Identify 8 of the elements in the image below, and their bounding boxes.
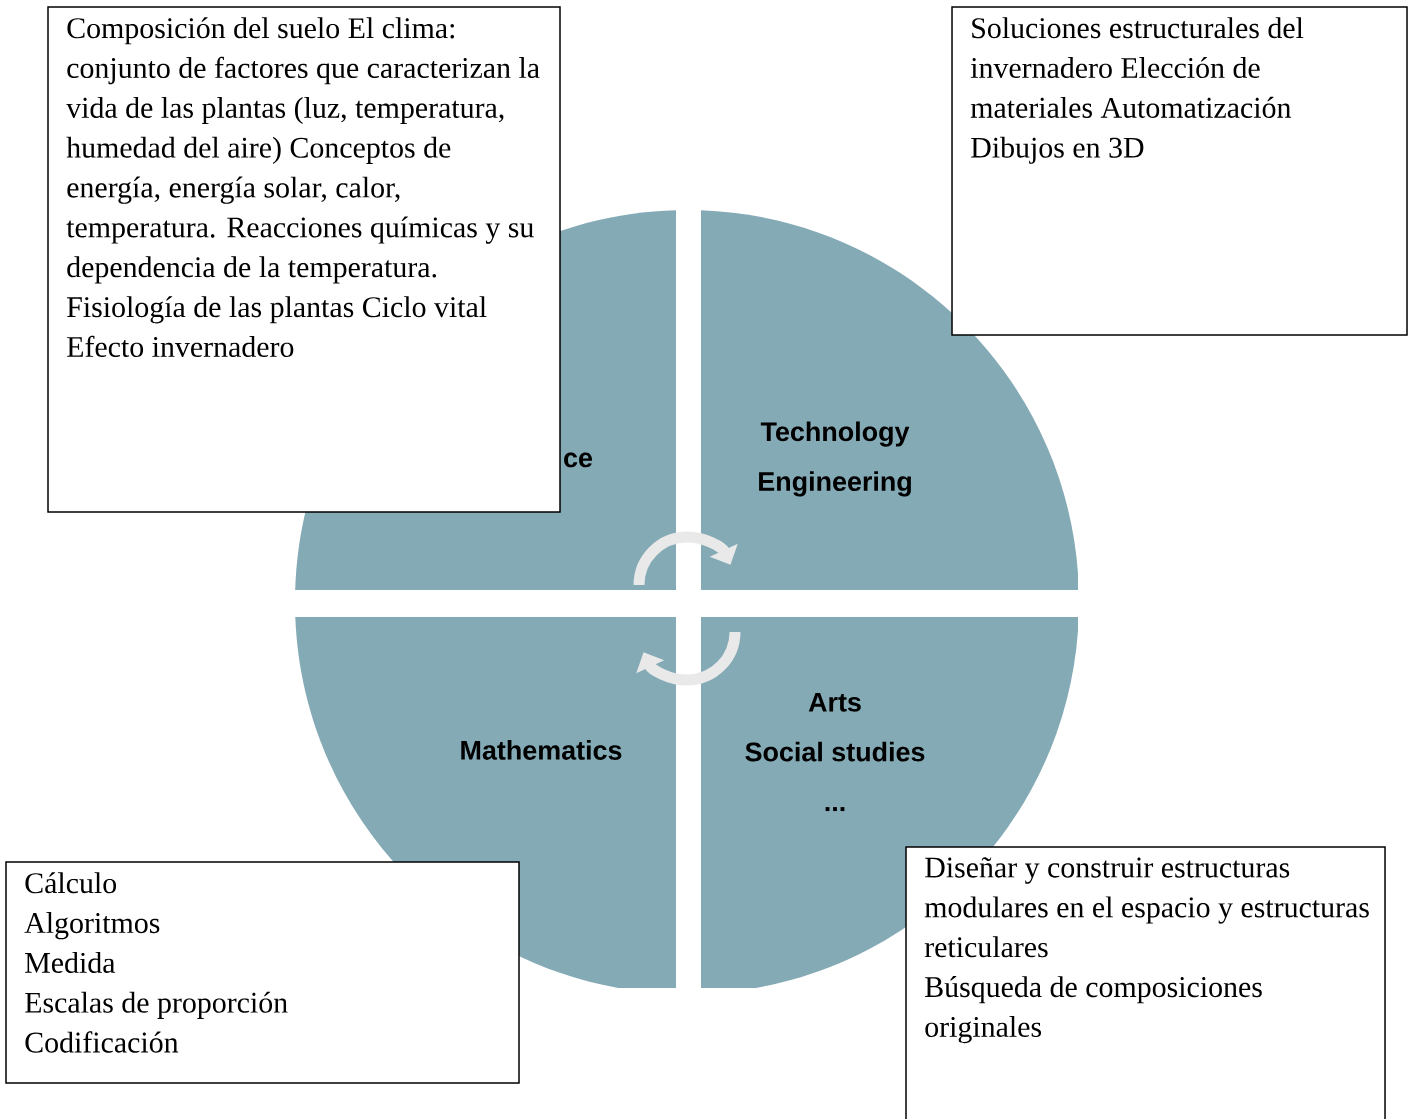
text-box: Composición del suelo El clima: conjunto de factores que caracterizan la vida de las plantas (luz, temperatura, humedad del aire) Conceptos de energía, energía solar, calor, temperatura. Reacciones químicas y su dependencia de la temperatura. Fisiología de las plantas Ciclo vital Efecto invernadero bbox=[47, 6, 561, 513]
quadrant-label: Mathematics bbox=[461, 740, 622, 760]
quadrant-label: Arts Social studies ... bbox=[745, 692, 925, 812]
quadrant-label: ce bbox=[564, 452, 593, 468]
text-box: Cálculo Algoritmos Medida Escalas de proporción Codificación bbox=[5, 861, 520, 1084]
text-box: Diseñar y construir estructuras modulares en el espacio y estructuras reticulares Búsqueda de composiciones originales bbox=[905, 846, 1386, 1119]
text-box: Soluciones estructurales del invernadero Elección de materiales Automatización Dibujos en 3D bbox=[951, 6, 1408, 336]
quadrant-label: Technology Engineering bbox=[759, 421, 911, 497]
